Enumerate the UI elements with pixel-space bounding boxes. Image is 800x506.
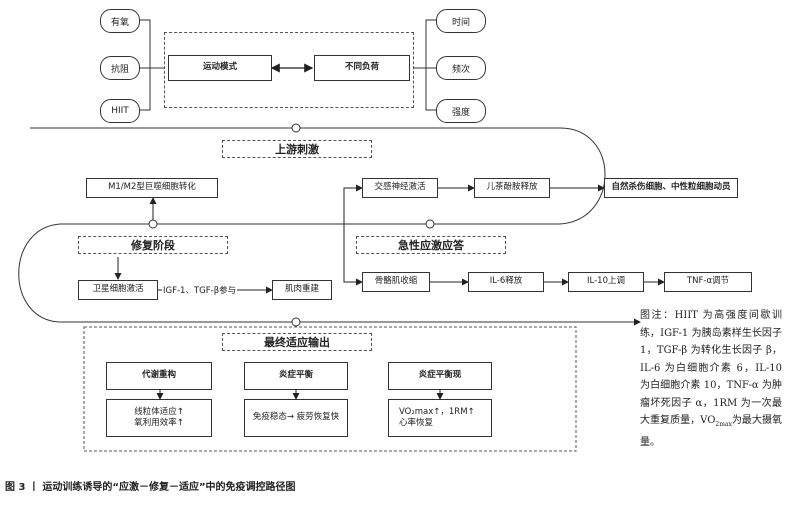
left-bracket [140, 19, 164, 111]
stage-acute: 急性应激应答 [356, 236, 506, 254]
node-right [425, 219, 435, 229]
sympathetic-box: 交感神经激活 [362, 178, 438, 198]
macrophage-box: M1/M2型巨噬细胞转化 [86, 178, 218, 198]
detail-immune: 免疫稳态→ 疲劳恢复快 [252, 412, 340, 423]
il6-box: IL-6释放 [468, 272, 544, 292]
pill-time: 时间 [436, 9, 486, 33]
il10-box: IL-10上调 [568, 272, 644, 292]
final-detail-metabolic: 线粒体适应↑ 氧利用效率↑ [106, 399, 212, 437]
mode-box: 运动模式 [168, 55, 272, 81]
final-head-metabolic: 代谢重构 [106, 362, 212, 390]
node-left [148, 219, 158, 229]
load-box: 不同负荷 [314, 55, 410, 81]
nk-neutrophil-box: 自然杀伤细胞、中性粒细胞动员 [604, 178, 738, 198]
acute-branch [343, 187, 362, 283]
final-detail-performance: VO₂max↑，1RM↑ 心率恢复 [388, 399, 492, 437]
growth-factors-label: IGF-1、TGF-β参与 [162, 284, 238, 296]
stage-repair: 修复阶段 [78, 236, 228, 254]
pill-aerobic: 有氧 [100, 9, 140, 33]
node-lower [291, 317, 301, 327]
final-head-balance-show: 炎症平衡现 [388, 362, 492, 390]
top-frame [164, 32, 414, 108]
muscle-contraction-box: 骨骼肌收缩 [362, 272, 430, 292]
pill-intensity: 强度 [436, 99, 486, 123]
right-bracket [414, 19, 436, 111]
detail-oxygen: 氧利用效率↑ [134, 418, 184, 428]
satellite-box: 卫星细胞激活 [78, 280, 158, 300]
detail-hr: 心率恢复 [399, 418, 434, 428]
stage-upstream: 上游刺激 [222, 140, 372, 158]
pill-resistance: 抗阻 [100, 56, 140, 80]
detail-vo2: VO₂max↑，1RM↑ [399, 406, 475, 417]
tnf-box: TNF-α调节 [664, 272, 752, 292]
stage-final: 最终适应输出 [222, 333, 372, 351]
pill-hiit: HIIT [100, 99, 140, 123]
node-upper [291, 123, 301, 133]
pill-frequency: 频次 [436, 56, 486, 80]
figure-caption: 图 3 丨 运动训练诱导的“应激－修复－适应”中的免疫调控路径图 [5, 482, 296, 493]
final-detail-balance: 免疫稳态→ 疲劳恢复快 [244, 399, 348, 437]
final-head-balance: 炎症平衡 [244, 362, 348, 390]
detail-mito: 线粒体适应↑ [134, 406, 184, 417]
final-frame [83, 326, 577, 452]
flow-path [18, 127, 641, 326]
figure-note: 图注：HIIT 为高强度间歇训练，IGF-1 为胰岛素样生长因子 1，TGF-β… [640, 310, 783, 448]
catecholamine-box: 儿茶酚胺释放 [474, 178, 550, 198]
rebuild-box: 肌肉重建 [272, 280, 332, 300]
